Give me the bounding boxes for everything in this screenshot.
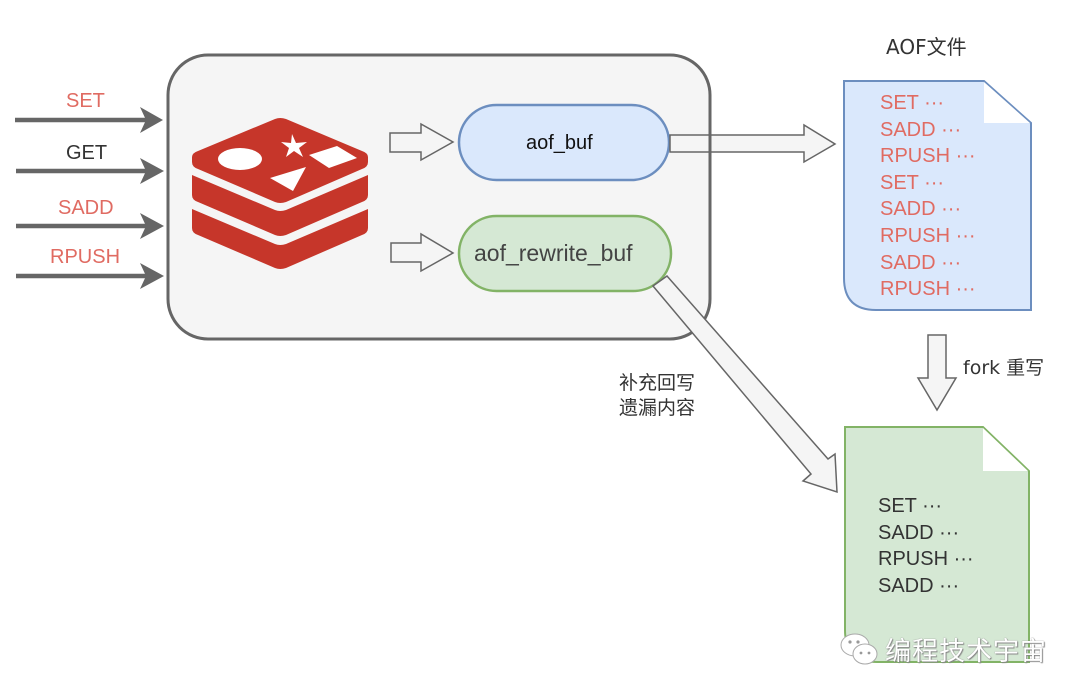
input-label-get: GET <box>66 142 108 164</box>
aof-line: RPUSH ··· <box>880 145 976 168</box>
aof-file-title: AOF文件 <box>886 35 967 59</box>
input-label-rpush: RPUSH <box>50 246 121 268</box>
aof-rewrite-buf-node <box>457 214 673 293</box>
input-label-set: SET <box>66 90 105 112</box>
rewritten-line: RPUSH ··· <box>878 548 974 571</box>
aof-line: SADD ··· <box>880 251 962 274</box>
aof-buf-node <box>457 103 671 182</box>
input-label-sadd: SADD <box>58 197 114 219</box>
arrow-to-aof-rewrite-buf <box>390 232 455 273</box>
redis-server-container <box>166 53 712 341</box>
aof-line: SET ··· <box>880 92 945 114</box>
aof-file-document <box>843 80 1032 311</box>
supplement-label-line2: 遗漏内容 <box>619 397 696 419</box>
watermark-text: 编程技术宇宙 <box>885 637 1048 667</box>
aof-line: SADD ··· <box>880 198 962 221</box>
arrow-supplement-to-new-file <box>651 274 838 494</box>
rewritten-line: SET ··· <box>878 495 943 517</box>
rewritten-file-lines: SET ··· SADD ··· RPUSH ··· SADD ··· <box>878 493 974 599</box>
input-arrow-get <box>16 158 164 184</box>
aof-line: RPUSH ··· <box>880 224 976 247</box>
supplement-label-line1: 补充回写 <box>619 372 696 394</box>
input-arrow-rpush <box>16 263 164 289</box>
arrow-to-aof-buf <box>389 122 455 162</box>
wechat-icon <box>840 633 878 665</box>
aof-rewrite-buf-label: aof_rewrite_buf <box>474 240 633 266</box>
arrow-aof-buf-to-file <box>669 123 837 164</box>
aof-line: SADD ··· <box>880 118 962 141</box>
rewritten-line: SADD ··· <box>878 574 960 597</box>
input-arrow-set <box>15 107 163 133</box>
aof-line: SET ··· <box>880 171 945 194</box>
input-arrow-sadd <box>16 213 164 239</box>
aof-buf-label: aof_buf <box>526 132 593 154</box>
aof-line: RPUSH ··· <box>880 278 976 301</box>
fork-rewrite-arrow <box>916 334 958 412</box>
fork-rewrite-label: fork 重写 <box>963 357 1045 379</box>
rewritten-line: SADD ··· <box>878 521 960 544</box>
aof-file-lines: SET ··· SADD ··· RPUSH ··· SET ··· SADD … <box>880 90 976 303</box>
redis-logo-icon <box>192 118 368 269</box>
